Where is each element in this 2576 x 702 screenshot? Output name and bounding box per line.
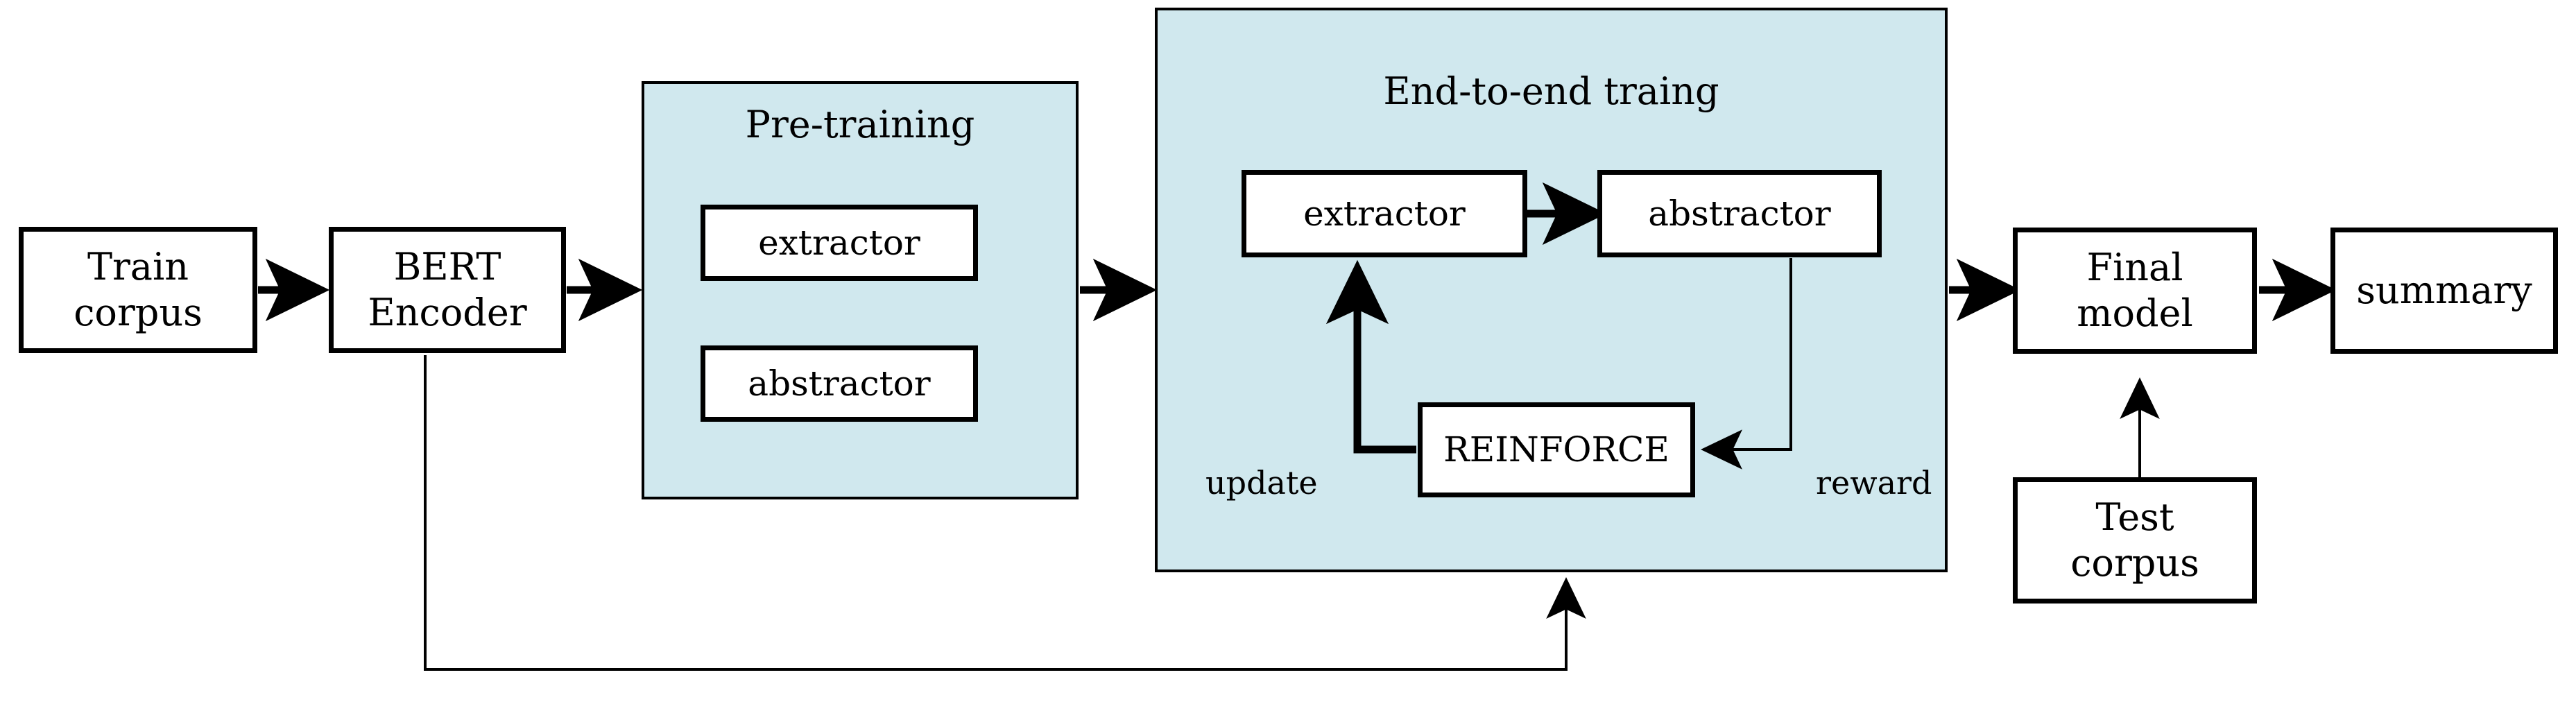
node-pretraining-abstractor-label: abstractor <box>748 363 931 404</box>
node-pretraining-abstractor[interactable]: abstractor <box>701 345 978 422</box>
node-e2e-extractor-label: extractor <box>1303 193 1466 234</box>
panel-title-end-to-end-training: End-to-end traing <box>1383 69 1719 113</box>
panel-pretraining <box>642 81 1079 499</box>
node-test-corpus[interactable]: Test corpus <box>2013 477 2257 603</box>
panel-title-pretraining: Pre-training <box>745 103 975 146</box>
edge-label-update: update <box>1205 464 1318 502</box>
node-train-corpus[interactable]: Train corpus <box>19 227 257 353</box>
node-e2e-abstractor[interactable]: abstractor <box>1597 170 1882 257</box>
arrow-reinforce-update-to-extractor <box>1325 259 1416 454</box>
node-pretraining-extractor[interactable]: extractor <box>701 205 978 281</box>
node-final-model[interactable]: Final model <box>2013 228 2257 354</box>
node-reinforce[interactable]: REINFORCE <box>1418 402 1695 497</box>
node-summary-label: summary <box>2356 268 2532 313</box>
arrow-bert-feedback-to-end-to-end <box>424 355 1586 671</box>
node-e2e-abstractor-label: abstractor <box>1648 193 1831 234</box>
node-test-corpus-label: Test corpus <box>2070 495 2199 585</box>
node-final-model-label: Final model <box>2077 246 2193 335</box>
node-e2e-extractor[interactable]: extractor <box>1242 170 1527 257</box>
node-reinforce-label: REINFORCE <box>1443 429 1669 470</box>
node-pretraining-extractor-label: extractor <box>758 222 920 263</box>
node-summary[interactable]: summary <box>2330 228 2558 354</box>
node-bert-encoder-label: BERT Encoder <box>368 245 527 334</box>
edge-label-reward: reward <box>1816 464 1932 502</box>
node-train-corpus-label: Train corpus <box>74 245 203 334</box>
node-bert-encoder[interactable]: BERT Encoder <box>329 227 566 353</box>
arrow-abstractor-reward-to-reinforce <box>1701 258 1792 470</box>
